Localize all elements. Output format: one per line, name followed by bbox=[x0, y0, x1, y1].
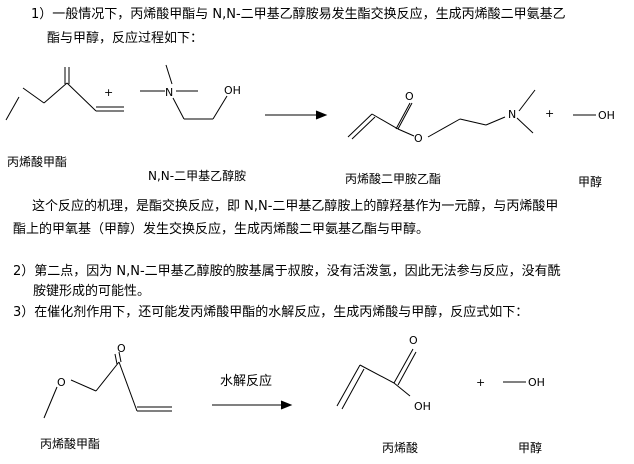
acrylic-acid-structure: O OH bbox=[336, 334, 431, 413]
dmae-structure: N OH bbox=[140, 64, 241, 120]
label-product: 丙烯酸二甲胺乙酯 bbox=[345, 172, 442, 186]
dmae-n: N bbox=[165, 86, 173, 99]
hydrolysis-label: 水解反应 bbox=[220, 374, 273, 389]
methyl-acrylate-structure bbox=[5, 67, 124, 121]
label-dmae: N,N-二甲基乙醇胺 bbox=[148, 169, 247, 183]
label-methanol: 甲醇 bbox=[578, 175, 603, 189]
product-n: N bbox=[508, 108, 516, 121]
ester-o-top: O bbox=[117, 342, 126, 355]
plus-sign-2: + bbox=[545, 107, 554, 120]
reaction2-arrow bbox=[212, 400, 293, 410]
section3-line1: 3）在催化剂作用下，还可能发丙烯酸甲酯的水解反应，生成丙烯酸与甲醇，反应式如下： bbox=[13, 305, 529, 320]
plus-sign-3: + bbox=[476, 376, 485, 389]
mechanism-line1: 这个反应的机理，是酯交换反应，即 N,N-二甲基乙醇胺上的醇羟基作为一元醇，与丙… bbox=[32, 199, 559, 214]
label-methyl-acrylate: 丙烯酸甲酯 bbox=[7, 155, 68, 169]
methanol-2-oh: OH bbox=[528, 376, 545, 389]
section1-line1: 1）一般情况下，丙烯酸甲酯与 N,N-二甲基乙醇胺易发生酯交换反应，生成丙烯酸二… bbox=[31, 7, 566, 22]
ester-o: O bbox=[57, 376, 66, 389]
section2-line2: 胺键形成的可能性。 bbox=[33, 284, 151, 299]
section1-line2: 酯与甲醇，反应过程如下： bbox=[47, 31, 204, 46]
methanol-structure: OH bbox=[573, 109, 615, 122]
dmae-oh: OH bbox=[224, 84, 241, 97]
section2-line1: 2）第二点，因为 N,N-二甲基乙醇胺的胺基属于叔胺，没有活泼氢，因此无法参与反… bbox=[13, 264, 561, 279]
label-methyl-acrylate-2: 丙烯酸甲酯 bbox=[40, 437, 101, 451]
methanol-2-structure: OH bbox=[503, 376, 545, 389]
methanol-oh: OH bbox=[598, 109, 615, 122]
methyl-acrylate-2-structure: O O bbox=[43, 342, 172, 419]
reaction1-arrow bbox=[265, 110, 328, 120]
product-o: O bbox=[414, 132, 423, 145]
product-structure: O O N bbox=[347, 89, 536, 145]
mechanism-line2: 酯上的甲氧基（甲醇）发生交换反应，生成丙烯酸二甲氨基乙酯与甲醇。 bbox=[13, 222, 430, 237]
label-methanol-2: 甲醇 bbox=[518, 441, 543, 455]
acid-o: O bbox=[409, 334, 418, 347]
plus-sign: + bbox=[104, 86, 113, 99]
product-o-top: O bbox=[405, 90, 414, 103]
label-acrylic-acid: 丙烯酸 bbox=[382, 441, 419, 455]
acid-oh: OH bbox=[414, 400, 431, 413]
